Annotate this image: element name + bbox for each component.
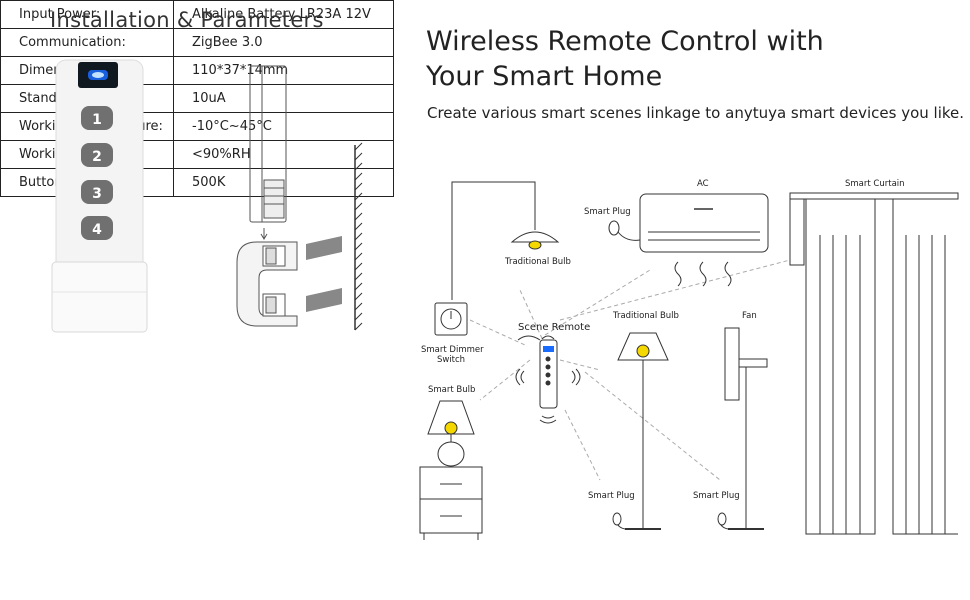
spec-value: 110*37*14mm	[173, 56, 394, 85]
spec-value: ZigBee 3.0	[173, 28, 394, 57]
scene-remote	[515, 335, 581, 424]
section-title-installation: Installation & Parameters	[50, 8, 324, 32]
label-smart-plug-ac: Smart Plug	[584, 207, 631, 217]
label-scene-remote: Scene Remote	[518, 322, 591, 333]
table-row: Input Power:Alkaline Battery LR23A 12V	[0, 0, 394, 29]
connection-lines	[469, 259, 791, 481]
main-title: Wireless Remote Control with Your Smart …	[426, 26, 824, 92]
label-smart-plug-fan: Smart Plug	[693, 491, 740, 501]
label-fan: Fan	[742, 311, 757, 321]
label-smart-plug-floor-lamp: Smart Plug	[588, 491, 635, 501]
fan	[717, 327, 768, 530]
ceiling-lamp	[451, 181, 560, 300]
svg-text:1: 1	[92, 112, 102, 128]
spec-value: Alkaline Battery LR23A 12V	[173, 0, 394, 29]
table-row: Communication:ZigBee 3.0	[0, 28, 394, 57]
installation-sketch	[236, 65, 356, 330]
label-traditional-bulb-floor: Traditional Bulb	[613, 311, 679, 321]
wall-hatching	[354, 142, 363, 331]
label-ac: AC	[697, 179, 709, 189]
subtitle: Create various smart scenes linkage to a…	[427, 104, 965, 122]
remote-button-1	[81, 106, 113, 130]
svg-text:4: 4	[92, 222, 102, 238]
remote-button-4	[81, 216, 113, 240]
floor-lamp	[612, 332, 669, 530]
spec-key: Input Power:	[0, 0, 174, 29]
remote-button-2	[81, 143, 113, 167]
label-smart-curtain: Smart Curtain	[845, 179, 905, 189]
svg-text:3: 3	[92, 186, 102, 202]
smart-bulb-lamp	[419, 400, 483, 540]
ac-unit	[608, 193, 769, 287]
svg-text:2: 2	[92, 149, 102, 165]
label-traditional-bulb: Traditional Bulb	[505, 257, 571, 267]
label-smart-dimmer-switch: Smart Dimmer Switch	[421, 345, 484, 365]
remote-button-3	[81, 180, 113, 204]
spec-key: Communication:	[0, 28, 174, 57]
spec-value: -10°C~45°C	[173, 112, 394, 141]
remote-product-image: 1 2 3 4	[51, 59, 148, 333]
smart-curtain	[789, 192, 959, 535]
label-smart-bulb: Smart Bulb	[428, 385, 476, 395]
dimmer-switch	[434, 302, 468, 336]
